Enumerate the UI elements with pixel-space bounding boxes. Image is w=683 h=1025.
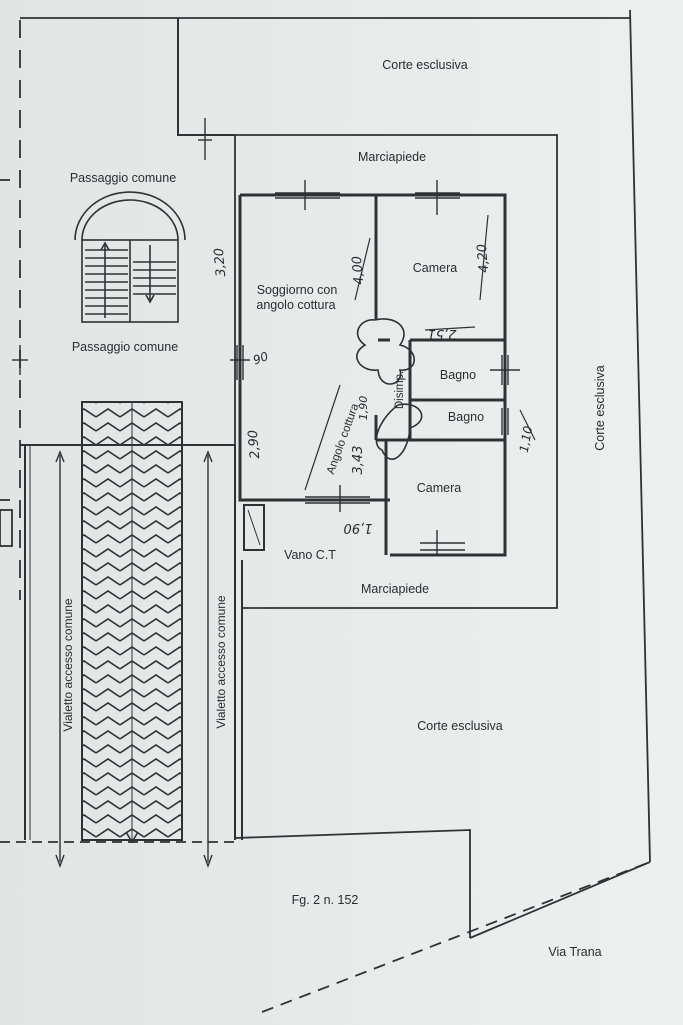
marciapiede-label-top: Marciapiede: [358, 150, 426, 164]
dimension-d10: 1,10: [517, 425, 535, 454]
bagno-label-2: Bagno: [448, 410, 484, 424]
passage-label-1: Passaggio comune: [70, 171, 176, 185]
passage-label-2: Passaggio comune: [72, 340, 178, 354]
dimension-marks: [304, 214, 536, 491]
foglio-label: Fg. 2 n. 152: [292, 893, 359, 907]
corte-label-top: Corte esclusiva: [382, 58, 467, 72]
vano-ct-label: Vano C.T: [284, 548, 336, 562]
windows: [12, 118, 520, 555]
dimension-d9: 90: [251, 349, 270, 368]
vialetto-label-left: Vialetto accesso comune: [61, 598, 75, 732]
staircase: [74, 191, 186, 323]
via-trana-label: Via Trana: [548, 945, 601, 959]
dimension-d7: 3,43: [351, 446, 366, 475]
camera-label-2: Camera: [417, 481, 462, 495]
dimension-d3: 4,20: [475, 243, 492, 273]
dimension-d1: 3,20: [212, 247, 229, 277]
sidewalk-outline: [234, 134, 558, 609]
dimension-d5: 2,90: [246, 429, 263, 459]
dimension-d4: 2,51: [428, 326, 457, 341]
apartment-walls: [238, 193, 507, 557]
disimp-label: Disimp.: [394, 371, 406, 409]
left-dashed-boundary: [0, 20, 21, 600]
vialetto-label-right: Vialetto accesso comune: [214, 595, 228, 729]
corte-label-bottom: Corte esclusiva: [417, 719, 502, 733]
dimension-d8: 1,90: [344, 520, 373, 535]
access-arrows: [55, 450, 213, 869]
driveway-ramp: [81, 401, 183, 844]
property-boundary: [0, 9, 651, 1013]
passage-walls: [20, 18, 243, 840]
camera-label-1: Camera: [413, 261, 458, 275]
soggiorno-label-1: Soggiorno con: [257, 283, 338, 297]
bagno-label-1: Bagno: [440, 368, 476, 382]
dimension-d6: 1,90: [357, 396, 370, 421]
dimension-d2: 4,00: [350, 255, 367, 285]
corte-label-right: Corte esclusiva: [593, 365, 607, 450]
marciapiede-label-bottom: Marciapiede: [361, 582, 429, 596]
door-swings: [356, 318, 423, 460]
soggiorno-label-2: angolo cottura: [256, 298, 335, 312]
